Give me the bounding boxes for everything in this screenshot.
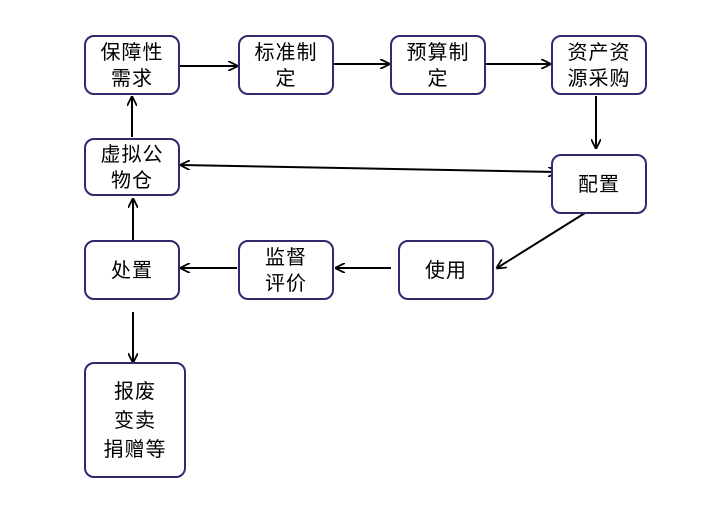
node-usage: 使用 bbox=[398, 240, 494, 300]
node-standard: 标准制 定 bbox=[238, 35, 334, 95]
node-configuration: 配置 bbox=[551, 154, 647, 214]
node-virtual-warehouse: 虚拟公 物仓 bbox=[84, 138, 180, 196]
node-budget: 预算制 定 bbox=[390, 35, 486, 95]
node-disposal: 处置 bbox=[84, 240, 180, 300]
node-demand: 保障性 需求 bbox=[84, 35, 180, 95]
arrow-config-to-virtual bbox=[181, 165, 557, 172]
node-supervision-review: 监督 评价 bbox=[238, 240, 334, 300]
arrow-config-to-use bbox=[497, 212, 586, 268]
node-procurement: 资产资 源采购 bbox=[551, 35, 647, 95]
node-scrap-sale-donation: 报废 变卖 捐赠等 bbox=[84, 362, 186, 478]
